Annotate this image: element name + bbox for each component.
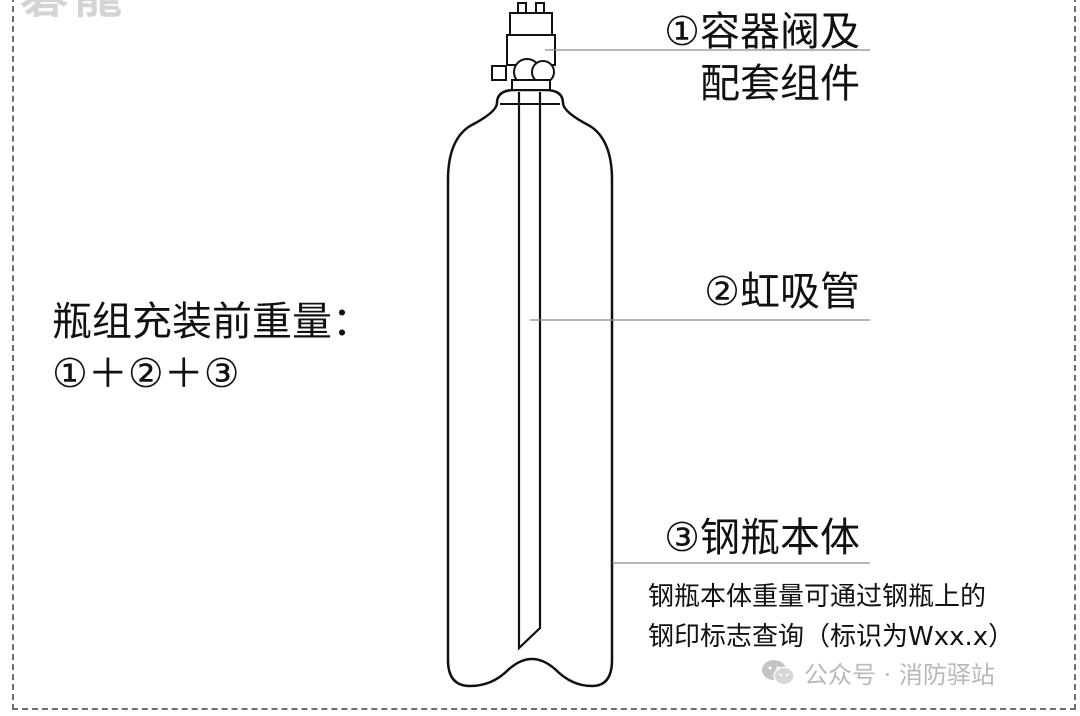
footer-watermark: 公众号 · 消防驿站 <box>760 655 995 690</box>
footer-source-text: 公众号 · 消防驿站 <box>804 661 995 689</box>
note-line2: 钢印标志查询（标识为Wxx.x） <box>648 622 1015 652</box>
weight-formula: ①＋②＋③ <box>52 351 240 397</box>
weight-title: 瓶组充装前重量： <box>52 299 372 345</box>
valve-top-stud-right <box>535 2 545 14</box>
note-line1: 钢瓶本体重量可通过钢瓶上的 <box>648 582 987 612</box>
dashed-frame <box>12 0 1076 710</box>
wechat-icon <box>762 659 795 685</box>
label-cylinder: ③钢瓶本体 <box>664 515 860 561</box>
valve-side-nut <box>491 65 507 81</box>
valve-base-stem <box>511 79 551 91</box>
cylinder-body-outline <box>446 88 614 688</box>
label-valve-line1: ①容器阀及 <box>664 9 860 55</box>
valve-top-cap <box>509 12 553 36</box>
label-siphon: ②虹吸管 <box>704 269 860 315</box>
valve-assembly <box>491 2 556 91</box>
watermark-logo-text: 碁龍 <box>20 0 128 20</box>
siphon-tube <box>517 92 542 651</box>
label-valve-line2: 配套组件 <box>700 61 860 107</box>
valve-top-stud-left <box>517 2 527 14</box>
